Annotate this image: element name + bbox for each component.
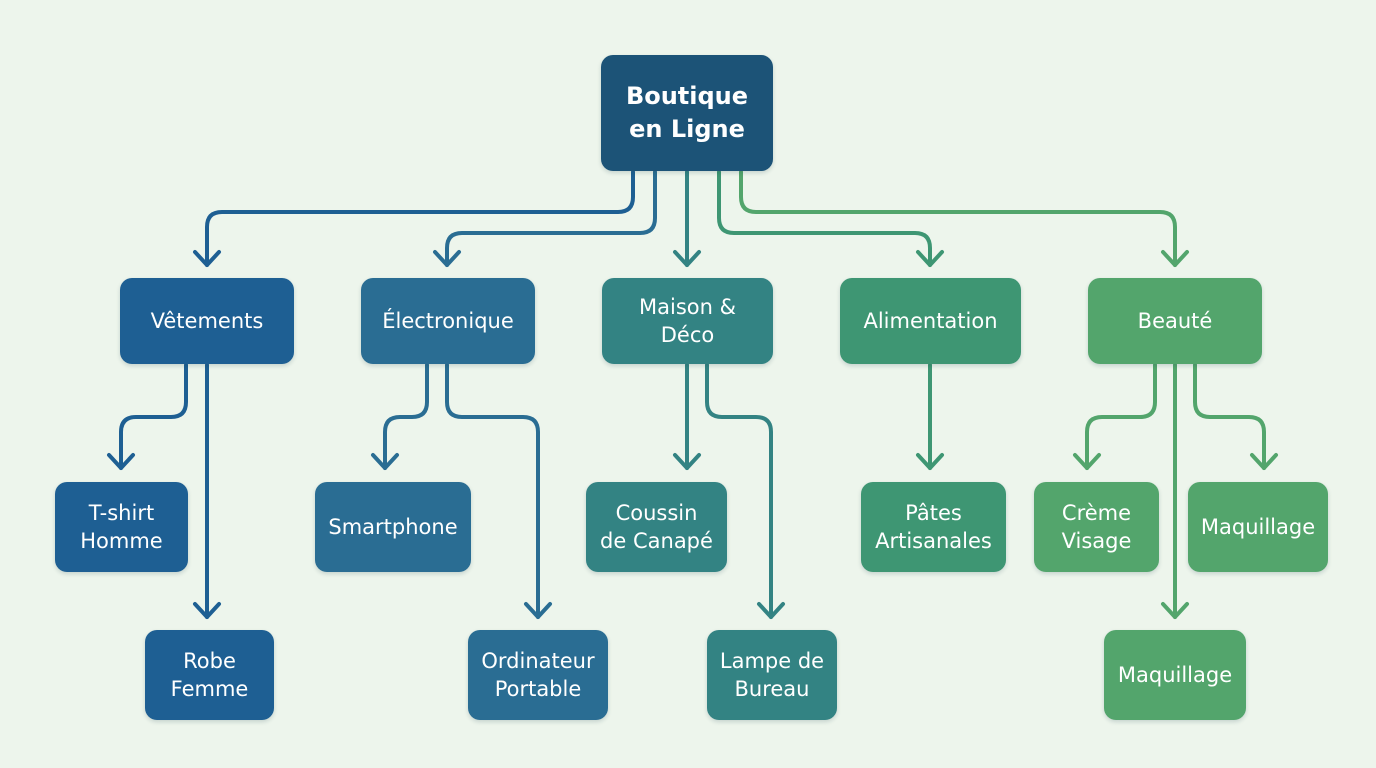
edge-vetements-robe-arrowhead-icon	[193, 602, 221, 619]
edge-beaute-creme	[1085, 363, 1157, 470]
node-leaf-robe-femme: Robe Femme	[145, 630, 274, 720]
edge-root-vetements-arrowhead-icon	[193, 250, 221, 267]
edge-root-maison-deco-arrowhead-icon	[673, 250, 701, 267]
edge-vetements-tshirt-arrowhead-icon	[107, 453, 135, 470]
edge-vetements-tshirt	[119, 363, 188, 470]
node-leaf-ordinateur-portable: Ordinateur Portable	[468, 630, 608, 720]
edge-beaute-maquillage-bottom-arrowhead-icon	[1161, 602, 1189, 619]
edge-electronique-ordinateur-arrowhead-icon	[524, 602, 552, 619]
edge-root-alimentation-arrowhead-icon	[916, 250, 944, 267]
edge-maison-lampe	[705, 363, 773, 619]
node-leaf-tshirt-homme: T-shirt Homme	[55, 482, 188, 572]
node-category-beaute: Beauté	[1088, 278, 1262, 364]
node-leaf-creme-visage: Crème Visage	[1034, 482, 1159, 572]
node-category-vetements: Vêtements	[120, 278, 294, 364]
edge-electronique-smartphone	[383, 363, 429, 470]
node-category-electronique: Électronique	[361, 278, 535, 364]
node-leaf-coussin-canape: Coussin de Canapé	[586, 482, 727, 572]
node-leaf-maquillage-right: Maquillage	[1188, 482, 1328, 572]
node-leaf-smartphone: Smartphone	[315, 482, 471, 572]
edge-root-beaute	[739, 170, 1177, 267]
node-leaf-maquillage-bottom: Maquillage	[1104, 630, 1246, 720]
edge-root-electronique-arrowhead-icon	[433, 250, 461, 267]
node-leaf-lampe-bureau: Lampe de Bureau	[707, 630, 837, 720]
edge-root-alimentation	[717, 170, 932, 267]
edge-alimentation-pates-arrowhead-icon	[916, 453, 944, 470]
edge-maison-lampe-arrowhead-icon	[757, 602, 785, 619]
node-category-maison-deco: Maison & Déco	[602, 278, 773, 364]
edge-electronique-smartphone-arrowhead-icon	[371, 453, 399, 470]
node-root: Boutique en Ligne	[601, 55, 773, 171]
edge-root-electronique	[445, 170, 657, 267]
node-category-alimentation: Alimentation	[840, 278, 1021, 364]
edge-beaute-creme-arrowhead-icon	[1073, 453, 1101, 470]
edge-root-beaute-arrowhead-icon	[1161, 250, 1189, 267]
edge-beaute-maquillage-right	[1193, 363, 1266, 470]
edge-beaute-maquillage-right-arrowhead-icon	[1250, 453, 1278, 470]
edge-maison-coussin-arrowhead-icon	[673, 453, 701, 470]
node-leaf-pates-artisanales: Pâtes Artisanales	[861, 482, 1006, 572]
edge-root-vetements	[205, 170, 635, 267]
edge-electronique-ordinateur	[445, 363, 540, 619]
